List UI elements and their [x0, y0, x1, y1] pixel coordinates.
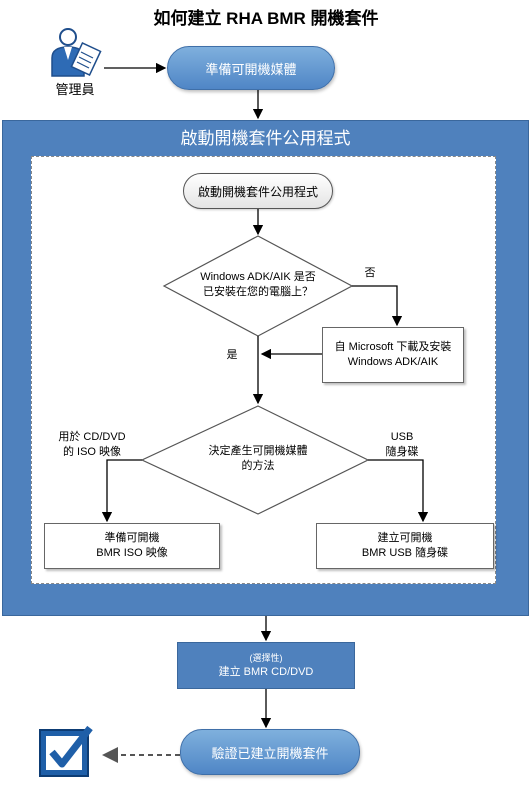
step-verify-kit: 驗證已建立開機套件: [180, 729, 360, 775]
decision-adk-text: Windows ADK/AIK 是否 已安裝在您的電腦上？: [178, 270, 338, 300]
iso-image-line2: BMR ISO 映像: [96, 547, 168, 559]
branch-no-label: 否: [364, 267, 376, 279]
actor-label: 管理員: [55, 82, 95, 97]
decision-method-line2: 的方法: [241, 460, 275, 472]
decision-adk-line1: Windows ADK/AIK 是否: [200, 271, 316, 283]
container-title: 啟動開機套件公用程式: [180, 129, 351, 148]
optional-cd-dvd-text: 建立 BMR CD/DVD: [218, 665, 314, 678]
iso-image-line1: 準備可開機: [104, 532, 160, 544]
install-adk-line1: 自 Microsoft 下載及安裝: [334, 341, 452, 353]
optional-cd-dvd-box: (選擇性) 建立 BMR CD/DVD: [177, 642, 355, 689]
step-prepare-media: 準備可開機媒體: [167, 46, 335, 90]
branch-iso-line2: 的 ISO 映像: [62, 446, 122, 458]
page-title: 如何建立 RHA BMR 開機套件: [153, 9, 379, 28]
decision-adk-line2: 已安裝在您的電腦上？: [203, 286, 313, 298]
decision-media-method: [140, 405, 370, 515]
branch-yes-label: 是: [226, 349, 238, 361]
usb-stick-line2: BMR USB 隨身碟: [361, 547, 449, 559]
checkbox-check-icon: [38, 724, 100, 780]
usb-stick-line1: 建立可開機: [377, 532, 433, 544]
install-adk-box: 自 Microsoft 下載及安裝 Windows ADK/AIK: [322, 327, 464, 383]
start-utility-node: 啟動開機套件公用程式: [183, 173, 333, 209]
branch-usb-line1: USB: [390, 431, 414, 443]
iso-image-box: 準備可開機 BMR ISO 映像: [44, 523, 220, 569]
install-adk-line2: Windows ADK/AIK: [347, 356, 439, 368]
branch-usb-label: USB 隨身碟: [372, 430, 432, 460]
branch-usb-line2: 隨身碟: [385, 446, 419, 458]
optional-label: (選擇性): [249, 652, 283, 663]
decision-method-text: 決定產生可開機媒體 的方法: [178, 444, 338, 474]
admin-icon: [48, 26, 104, 82]
usb-stick-box: 建立可開機 BMR USB 隨身碟: [316, 523, 494, 569]
decision-method-line1: 決定產生可開機媒體: [208, 445, 308, 457]
branch-iso-label: 用於 CD/DVD 的 ISO 映像: [52, 430, 132, 460]
branch-iso-line1: 用於 CD/DVD: [58, 431, 126, 443]
